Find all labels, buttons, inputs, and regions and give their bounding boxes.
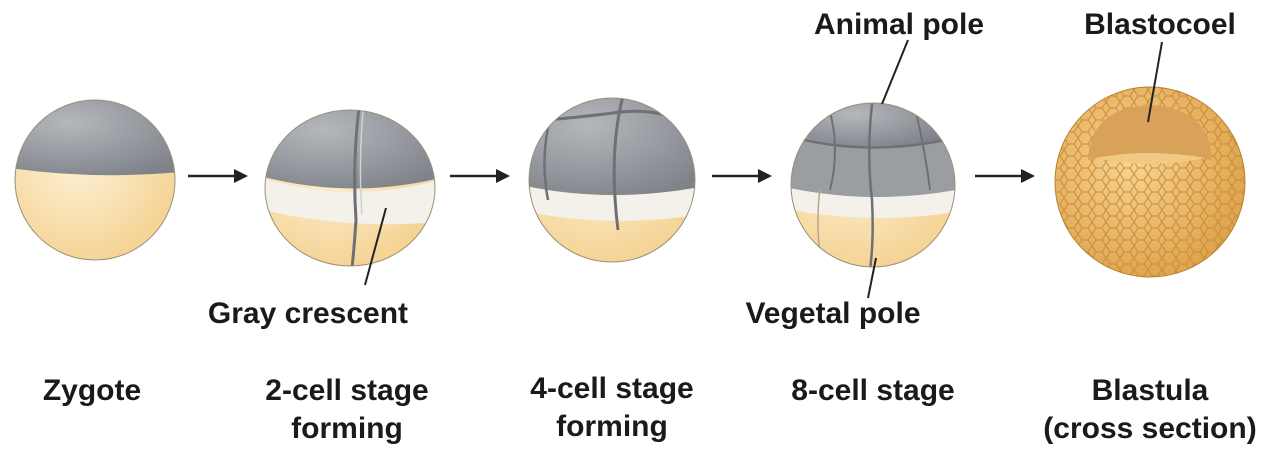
eight-cell-upper-tier	[808, 100, 940, 147]
caption-four-cell-line1: 4-cell stage	[530, 372, 693, 405]
four-cell-embryo	[525, 92, 705, 270]
caption-eight-cell: 8-cell stage	[791, 374, 954, 407]
arrow-1	[188, 169, 248, 183]
gray-crescent-label: Gray crescent	[208, 297, 408, 330]
arrow-4	[975, 169, 1035, 183]
caption-blastula-line2: (cross section)	[1043, 412, 1256, 445]
two-cell-embryo	[260, 100, 440, 275]
blastocoel-label: Blastocoel	[1084, 8, 1236, 41]
zygote-embryo	[10, 100, 180, 270]
arrow-3	[712, 169, 772, 183]
animal-pole-label: Animal pole	[814, 8, 984, 41]
caption-blastula-line1: Blastula	[1092, 374, 1209, 407]
arrow-2	[450, 169, 510, 183]
caption-two-cell-line2: forming	[291, 412, 403, 445]
zygote-animal-half	[10, 100, 180, 175]
caption-zygote: Zygote	[43, 374, 141, 407]
eight-cell-embryo	[785, 96, 965, 275]
vegetal-pole-label: Vegetal pole	[745, 297, 920, 330]
caption-two-cell-line1: 2-cell stage	[265, 374, 428, 407]
caption-four-cell-line2: forming	[556, 410, 668, 443]
two-cell-animal	[260, 105, 440, 189]
animal-pole-pointer	[882, 40, 908, 104]
